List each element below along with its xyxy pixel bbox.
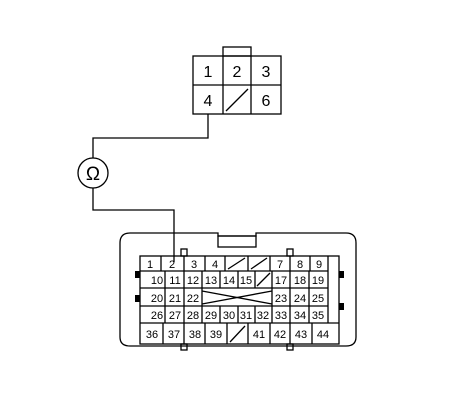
pin-label: 2 (169, 259, 175, 271)
test-wire (92, 114, 209, 262)
pin-label: 13 (205, 275, 217, 287)
pin-label: 42 (274, 329, 286, 341)
pin-label: 12 (187, 275, 199, 287)
pin-label: 1 (204, 64, 213, 81)
connector-lock-tab (217, 235, 257, 248)
ohmmeter-icon (77, 157, 109, 189)
pin-label: 27 (169, 310, 181, 322)
six-pin-connector (192, 46, 282, 115)
pin-label: 2 (233, 64, 242, 81)
pin-label: 25 (312, 293, 324, 305)
pin-label: 39 (210, 329, 222, 341)
forty-four-pin-connector (119, 232, 357, 351)
pin-label: 35 (312, 310, 324, 322)
pin-label: 17 (275, 275, 287, 287)
pin-label: 43 (295, 329, 307, 341)
pin-label: 10 (151, 275, 163, 287)
pin-label: 34 (294, 310, 306, 322)
pin-label: 3 (191, 259, 197, 271)
pin-label: 28 (187, 310, 199, 322)
pin-label: 22 (187, 293, 199, 305)
pin-label: 26 (151, 310, 163, 322)
pin-label: 29 (205, 310, 217, 322)
pin-label: 8 (297, 259, 303, 271)
blank-cavity-16 (256, 272, 271, 287)
blank-cavity-5 (225, 88, 249, 112)
ohm-symbol: Ω (86, 164, 100, 185)
pin-label: 1 (147, 259, 153, 271)
pin-label: 24 (294, 293, 306, 305)
pin-label: 21 (169, 293, 181, 305)
blank-cavity-5 (227, 257, 246, 270)
pin-label: 44 (317, 329, 329, 341)
connector-lock-tab (222, 46, 252, 57)
pin-label: 19 (312, 275, 324, 287)
pin-label: 15 (240, 275, 252, 287)
pin-label: 23 (275, 293, 287, 305)
pin-label: 30 (223, 310, 235, 322)
blank-cavity-6 (250, 257, 268, 270)
pin-label: 9 (316, 259, 322, 271)
pin-label: 38 (189, 329, 201, 341)
pin-label: 6 (262, 93, 271, 110)
pin-label: 32 (257, 310, 269, 322)
pin-label: 4 (204, 93, 213, 110)
pin-label: 20 (151, 293, 163, 305)
blank-cavity-40 (229, 325, 246, 343)
pin-label: 11 (169, 275, 180, 287)
pin-label: 4 (212, 259, 218, 271)
pin-label: 41 (253, 329, 265, 341)
retaining-clips (135, 271, 344, 310)
pin-label: 36 (146, 329, 158, 341)
pin-label: 3 (262, 64, 271, 81)
pin-label: 7 (277, 259, 283, 271)
pin-label: 14 (223, 275, 235, 287)
pin-label: 33 (275, 310, 287, 322)
pin-label: 37 (168, 329, 180, 341)
pin-label: 18 (294, 275, 306, 287)
pin-label: 31 (240, 310, 252, 322)
connector-shell (119, 232, 357, 347)
